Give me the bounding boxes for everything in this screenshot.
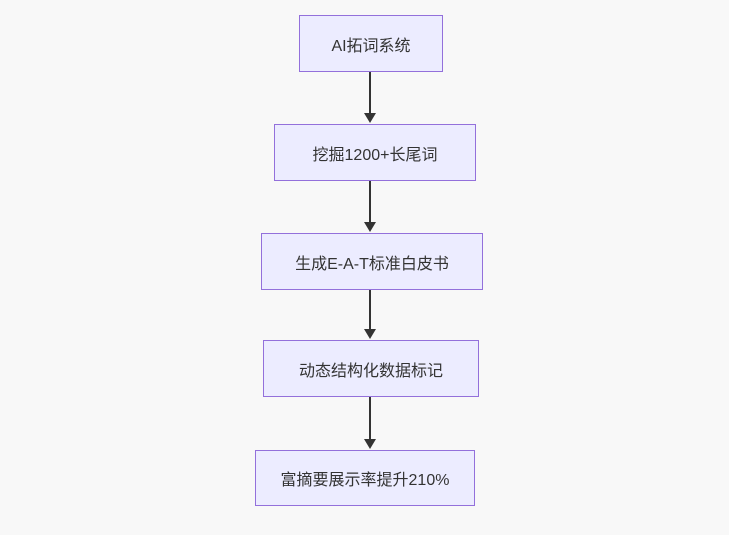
flow-node-label: 挖掘1200+长尾词 (312, 146, 438, 164)
flow-node-rich-snippet-uplift: 富摘要展示率提升210% (255, 450, 475, 506)
flow-node-label: 富摘要展示率提升210% (280, 472, 450, 489)
flow-node-label: 生成E-A-T标准白皮书 (295, 255, 449, 273)
flow-node-eat-whitepaper: 生成E-A-T标准白皮书 (261, 233, 483, 290)
flow-node-ai-expansion-system: AI拓词系统 (299, 15, 443, 72)
flow-node-label: AI拓词系统 (331, 37, 411, 55)
arrowhead-icon (364, 329, 376, 339)
flow-node-label: 动态结构化数据标记 (298, 362, 443, 380)
flow-node-longtail-keywords: 挖掘1200+长尾词 (274, 124, 476, 181)
edge-line-d-e (369, 397, 371, 440)
edge-line-c-d (369, 290, 371, 330)
arrowhead-icon (364, 439, 376, 449)
arrowhead-icon (364, 113, 376, 123)
flow-node-structured-data-markup: 动态结构化数据标记 (263, 340, 479, 397)
edge-line-a-b (369, 72, 371, 114)
arrowhead-icon (364, 222, 376, 232)
edge-line-b-c (369, 181, 371, 223)
